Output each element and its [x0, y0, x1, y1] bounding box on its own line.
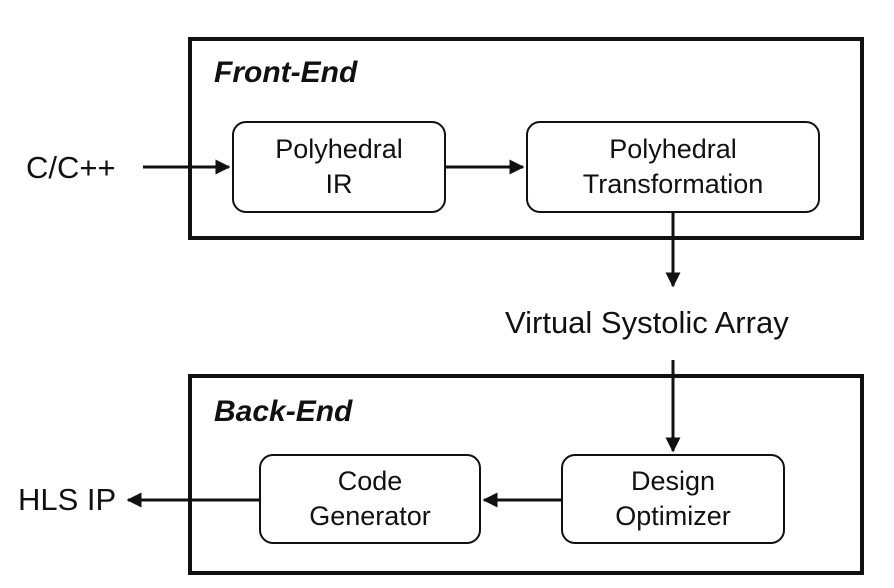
code-generator-line2: Generator	[309, 501, 431, 531]
input-label: C/C++	[26, 150, 116, 185]
design-optimizer-node: Design Optimizer	[561, 454, 785, 544]
polyhedral-transformation-node: Polyhedral Transformation	[526, 121, 820, 213]
code-generator-node: Code Generator	[259, 454, 481, 544]
intermediate-label: Virtual Systolic Array	[505, 305, 789, 340]
polyhedral-ir-line1: Polyhedral	[275, 133, 403, 164]
code-generator-line1: Code	[337, 465, 403, 496]
frontend-title: Front-End	[214, 56, 358, 89]
polyhedral-transformation-line2: Transformation	[582, 169, 764, 199]
output-label: HLS IP	[18, 482, 117, 517]
design-optimizer-line1: Design	[630, 465, 716, 496]
polyhedral-ir-line2: IR	[325, 169, 353, 199]
polyhedral-ir-node: Polyhedral IR	[232, 121, 446, 213]
design-optimizer-line2: Optimizer	[615, 501, 731, 531]
polyhedral-transformation-line1: Polyhedral	[609, 133, 737, 164]
backend-title: Back-End	[214, 395, 353, 428]
